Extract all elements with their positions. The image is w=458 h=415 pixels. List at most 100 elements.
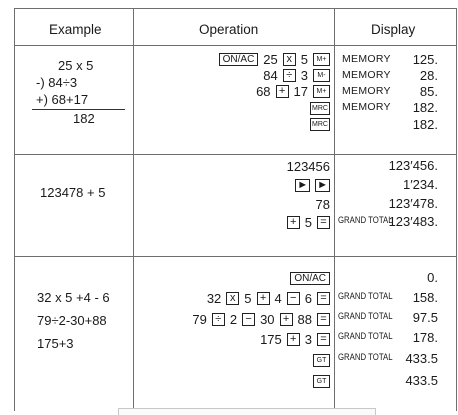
example-line: 79÷2-30+88 [37,313,107,328]
display-value: 123′478. [388,196,438,211]
divide-key[interactable]: ÷ [282,69,296,82]
memory-recall-key[interactable]: MRC [310,102,330,115]
plus-key[interactable]: + [286,216,300,229]
header-example: Example [49,22,102,37]
operation-line: 32 x 5 + 4 − 6 = [207,290,330,307]
display-value: 433.5 [405,351,438,366]
display-line: GRAND TOTAL 178. [336,330,438,348]
display-indicator: MEMORY [342,85,391,97]
equals-key[interactable]: = [317,313,330,326]
operand: 2 [229,312,238,327]
operation-line: MRC [310,100,330,117]
cursor-right-key[interactable]: ► [295,179,311,192]
row-divider-2 [14,256,457,257]
display-value: 0. [427,270,438,285]
display-line: 123′478. [336,196,438,214]
operand: 5 [304,215,312,230]
minus-key[interactable]: − [286,292,300,305]
footer-tab [118,408,376,415]
plus-key[interactable]: + [275,85,289,98]
operand: 5 [244,291,252,306]
column-divider-operation [334,8,335,411]
display-line: GRAND TOTAL 158. [336,290,438,308]
display-indicator: MEMORY [342,101,391,113]
display-line: 1′234. [336,177,438,195]
memory-minus-key[interactable]: M- [313,69,330,82]
example-line: 175+3 [37,336,74,351]
grand-total-key[interactable]: GT [313,354,330,367]
display-indicator: MEMORY [342,69,391,81]
equals-key[interactable]: = [317,333,330,346]
minus-key[interactable]: − [242,313,256,326]
operand: 4 [274,291,282,306]
operation-line: 123456 [287,158,330,175]
grand-total-indicator: GRAND TOTAL [338,331,393,342]
table-border-right [456,8,457,411]
operand: 3 [300,68,308,83]
operand: 3 [304,332,312,347]
display-value: 1′234. [403,177,438,192]
plus-key[interactable]: + [256,292,270,305]
display-value: 158. [412,290,438,305]
grand-total-indicator: GRAND TOTAL [338,215,393,226]
display-value: 123′456. [388,158,438,173]
header-operation: Operation [199,22,259,37]
multiply-key[interactable]: x [282,53,296,66]
operand: 78 [315,197,330,212]
display-indicator: MEMORY [342,53,391,65]
operand: 25 [263,52,278,67]
operation-line: 68 + 17 M+ [256,83,330,100]
memory-plus-key[interactable]: M+ [313,53,330,66]
display-line: 182. [336,117,438,135]
table-border-left [14,8,15,411]
display-line: 123′456. [336,158,438,176]
display-value: 433.5 [405,373,438,388]
sum-underline [32,109,125,110]
example-line: 123478 + 5 [40,185,106,200]
example-line: +) 68+17 [36,92,89,107]
table-border-top [14,8,457,9]
on-ac-key[interactable]: ON/AC [290,272,330,285]
grand-total-indicator: GRAND TOTAL [338,291,393,302]
operation-line: + 5 = [286,214,330,231]
display-value: 182. [412,100,438,115]
display-line: MEMORY 28. [336,68,438,86]
operation-line: GT [313,352,330,369]
operation-line: GT [313,373,330,390]
divide-key[interactable]: ÷ [211,313,225,326]
header-divider [14,45,457,46]
column-divider-example [133,8,134,411]
display-line: 0. [336,270,438,288]
cursor-right-key[interactable]: ► [315,179,330,192]
display-line: 433.5 [336,373,438,391]
display-line: MEMORY 182. [336,100,438,118]
operand: 175 [260,332,282,347]
display-value: 28. [419,68,438,83]
operand: 88 [297,312,312,327]
equals-key[interactable]: = [317,292,330,305]
equals-key[interactable]: = [317,216,330,229]
grand-total-indicator: GRAND TOTAL [338,311,393,322]
on-ac-key[interactable]: ON/AC [218,53,259,66]
example-line: -) 84÷3 [36,75,78,90]
row-divider-1 [14,154,457,155]
example-line: 25 x 5 [58,58,94,73]
memory-plus-key[interactable]: M+ [313,85,330,98]
operation-line: ON/AC [290,270,330,287]
grand-total-indicator: GRAND TOTAL [338,352,393,363]
operation-line: 175 + 3 = [260,331,330,348]
header-display: Display [371,22,416,37]
operand: 17 [293,84,308,99]
example-line: 32 x 5 +4 - 6 [37,290,110,305]
memory-recall-key[interactable]: MRC [310,118,330,131]
display-value: 85. [419,84,438,99]
grand-total-key[interactable]: GT [313,375,330,388]
display-value: 123′483. [388,214,438,229]
display-value: 178. [412,330,438,345]
display-line: GRAND TOTAL 433.5 [336,351,438,369]
operand: 68 [256,84,271,99]
multiply-key[interactable]: x [226,292,240,305]
example-result: 182 [73,111,95,126]
plus-key[interactable]: + [286,333,300,346]
plus-key[interactable]: + [279,313,293,326]
